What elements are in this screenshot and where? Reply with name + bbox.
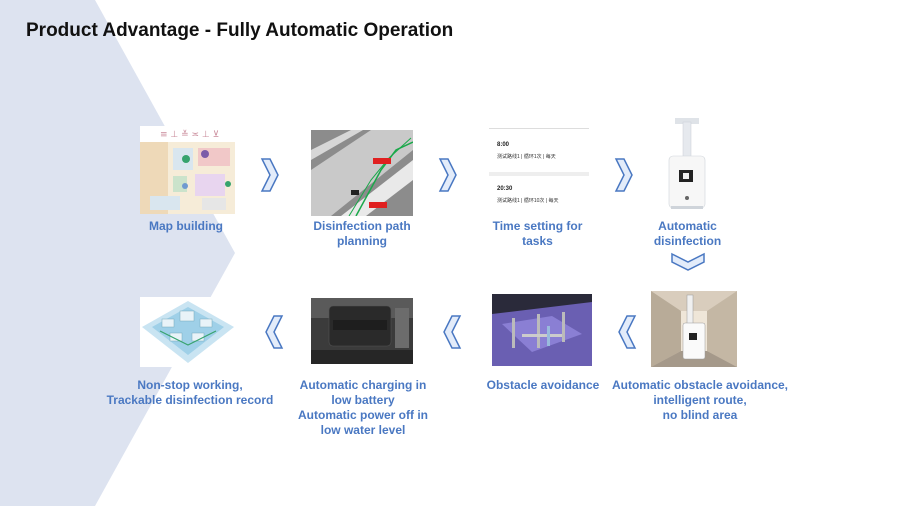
page-title: Product Advantage - Fully Automatic Oper… (26, 20, 454, 41)
step-label-map-building: Map building (125, 219, 247, 234)
task-detail: 测试路线1 | 循环1次 | 每天 (497, 154, 556, 160)
step-label-line: Automatic (658, 219, 717, 233)
step-label-obstacle-avoidance: Obstacle avoidance (478, 378, 608, 393)
step-label-line: planning (337, 234, 387, 248)
path-planning-image (311, 130, 413, 216)
step-label-line: Obstacle avoidance (486, 378, 600, 392)
task-time: 8:00 (497, 142, 510, 148)
step-label-line: Disinfection path (313, 219, 411, 233)
step-label-obstacle-avoidance-route: Automatic obstacle avoidance, intelligen… (605, 378, 795, 423)
chevron-left-icon (617, 314, 637, 350)
chevron-right-icon (614, 157, 634, 193)
step-label-line: Automatic obstacle avoidance, (611, 378, 789, 392)
city-record-image (140, 297, 236, 367)
step-label-path-planning: Disinfection path planning (296, 219, 428, 249)
step-label-line: Non-stop working, (137, 378, 243, 392)
schedule-image: 8:00 测试路线1 | 循环1次 | 每天 20:30 测试路线1 | 循环1… (489, 128, 589, 208)
charging-image (311, 298, 413, 364)
step-label-line: intelligent route, (653, 393, 747, 407)
step-label-line: Automatic charging in (299, 378, 427, 392)
step-label-time-setting: Time setting for tasks (475, 219, 600, 249)
robot-image (663, 118, 711, 214)
step-label-line: low battery (331, 393, 395, 407)
step-label-line: no blind area (662, 408, 738, 422)
task-time: 20:30 (497, 186, 513, 192)
task-detail: 测试路线1 | 循环10次 | 每天 (497, 198, 559, 204)
step-label-auto-disinfection: Automatic disinfection (635, 219, 740, 249)
chevron-left-icon (264, 314, 284, 350)
obstacle-avoidance-image (492, 294, 592, 366)
step-label-line: Map building (149, 219, 223, 233)
step-label-line: disinfection (653, 234, 722, 248)
chevron-right-icon (438, 157, 458, 193)
chevron-right-icon (260, 157, 280, 193)
chevron-down-icon (670, 252, 706, 272)
chevron-left-icon (442, 314, 462, 350)
step-label-line: Trackable disinfection record (106, 393, 274, 407)
step-label-charging: Automatic charging in low battery Automa… (293, 378, 433, 438)
svg-text:≡ ⊥ ≚ ≍ ⊥ ⊻: ≡ ⊥ ≚ ≍ ⊥ ⊻ (160, 129, 219, 140)
map-building-image: ≡ ⊥ ≚ ≍ ⊥ ⊻ (140, 126, 235, 214)
step-label-line: tasks (522, 234, 553, 248)
corridor-robot-image (651, 291, 737, 367)
step-label-line: low water level (320, 423, 406, 437)
step-label-line: Time setting for (492, 219, 583, 233)
step-label-line: Automatic power off in (298, 408, 428, 422)
step-label-non-stop: Non-stop working, Trackable disinfection… (100, 378, 280, 408)
